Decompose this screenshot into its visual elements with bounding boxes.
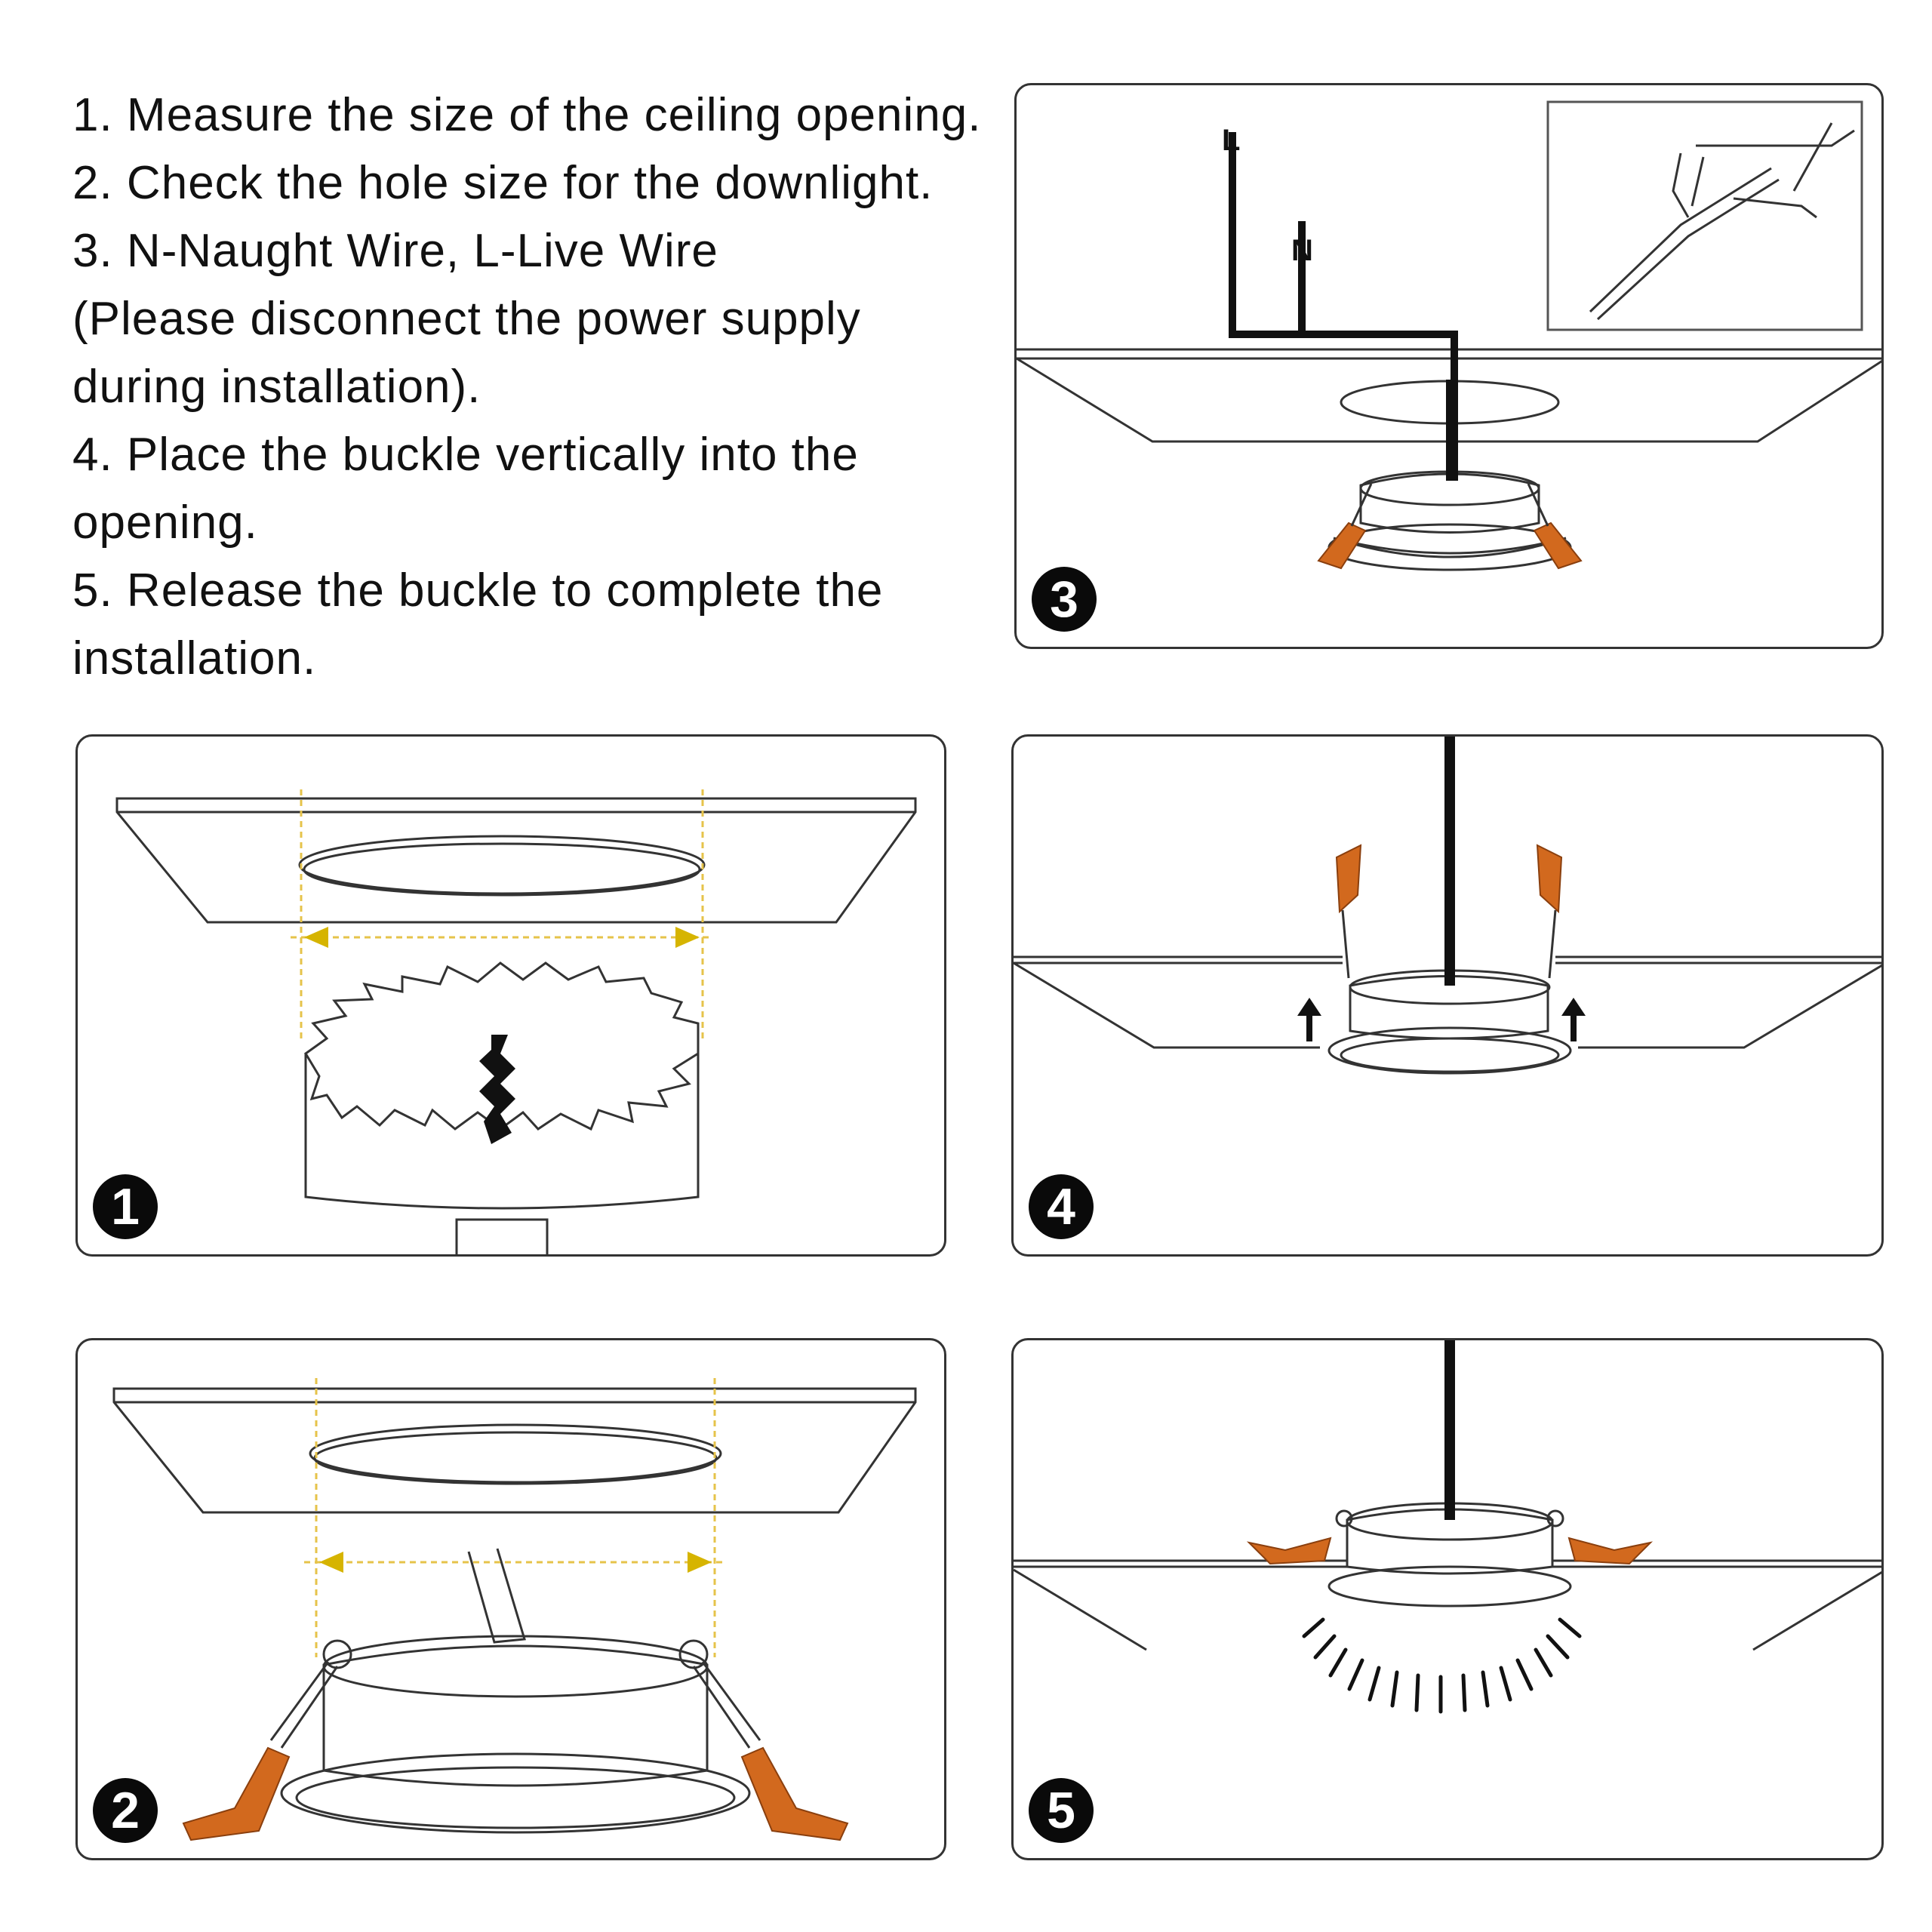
spring-clips: [182, 1746, 849, 1841]
instruction-line-8: 5. Release the buckle to complete the: [72, 565, 884, 617]
step-3-panel: L N 3: [1014, 83, 1884, 649]
step-2-illustration: [112, 1378, 917, 1841]
up-arrow-icon: [1561, 998, 1586, 1016]
downlight-body: [1349, 975, 1549, 1040]
step-4-panel: 4: [1011, 734, 1884, 1257]
step-3-badge: 3: [1032, 567, 1097, 632]
instruction-line-1: 1. Measure the size of the ceiling openi…: [72, 89, 982, 141]
downlight-body: [1359, 472, 1540, 534]
downlight-trim: [280, 1752, 751, 1834]
instruction-line-2: 2. Check the hole size for the downlight…: [72, 157, 934, 209]
instruction-line-5: during installation).: [72, 361, 481, 413]
ceiling-board-left: [1014, 961, 1320, 1049]
ceiling-board-left: [1014, 1568, 1147, 1651]
instruction-line-7: opening.: [72, 497, 258, 549]
live-wire-label: L: [1222, 124, 1240, 157]
neutral-wire-label: N: [1291, 234, 1313, 267]
ceiling-board-right: [1578, 964, 1881, 1049]
instruction-line-6: 4. Place the buckle vertically into the: [72, 429, 859, 481]
ceiling-board-right: [1752, 1571, 1881, 1651]
up-arrow-icon: [1297, 998, 1321, 1016]
ceiling-hole: [309, 1423, 722, 1484]
light-rays: [1302, 1617, 1582, 1714]
instruction-line-9: installation.: [72, 632, 317, 685]
dimension-arrows: [304, 927, 700, 948]
step-4-illustration: [1014, 737, 1881, 1075]
downlight-body: [322, 1644, 709, 1787]
step-5-illustration: [1014, 1340, 1881, 1714]
downlight-body: [1346, 1508, 1554, 1575]
instruction-line-3: 3. N-Naught Wire, L-Live Wire: [72, 225, 718, 277]
ceiling-hole: [298, 835, 706, 895]
inset-wire: [1589, 167, 1780, 321]
power-cable: [467, 1548, 526, 1644]
step-5-badge: 5: [1029, 1778, 1094, 1843]
dimension-arrows: [319, 1552, 712, 1573]
wire-connection-inset: [1546, 100, 1863, 331]
live-wire: [1229, 132, 1458, 481]
downlight-trim: [1327, 1026, 1572, 1075]
step-2-panel: 2: [75, 1338, 946, 1860]
step-1-badge: 1: [93, 1174, 158, 1239]
instruction-line-4: (Please disconnect the power supply: [72, 293, 861, 345]
ceiling-board: [115, 797, 917, 924]
spring-clips: [1335, 844, 1563, 914]
step-1-illustration: [115, 789, 917, 1254]
up-arrows: [1297, 998, 1586, 1041]
step-4-badge: 4: [1029, 1174, 1094, 1239]
dimension-guides: [304, 1378, 727, 1657]
wires: [1229, 132, 1458, 481]
step-1-panel: 1: [75, 734, 946, 1257]
spring-clips: [1317, 521, 1583, 570]
downlight-trim: [1327, 1565, 1572, 1607]
spring-clips: [1246, 1537, 1654, 1565]
dimension-guides: [291, 789, 713, 1038]
step-5-panel: 5: [1011, 1338, 1884, 1860]
drill-shaft: [455, 1218, 549, 1254]
step-2-badge: 2: [93, 1778, 158, 1843]
downlight-trim: [1333, 537, 1567, 558]
hole-saw-slot: [479, 1035, 515, 1144]
ceiling-board: [112, 1387, 917, 1514]
step-3-illustration: L N: [1017, 100, 1881, 571]
instruction-text: 1. Measure the size of the ceiling openi…: [72, 82, 1008, 693]
